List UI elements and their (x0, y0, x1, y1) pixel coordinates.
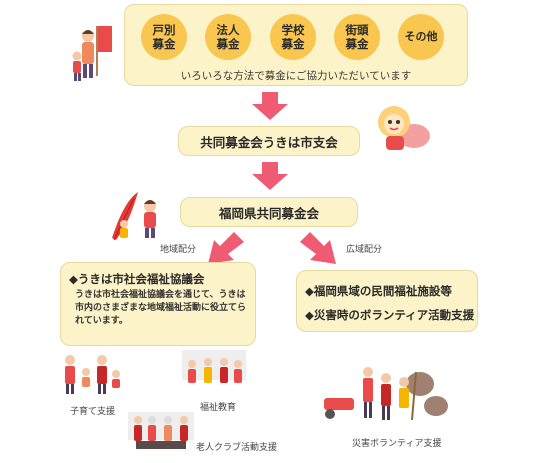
ukiha-welfare-council-text: うきは市社会福祉協議会を通じて、うきは市内のさまざまな地域福祉活動に役立てられて… (75, 290, 247, 326)
wide-area-item-disaster: ◆災害時のボランティア活動支援 (305, 308, 475, 322)
regional-allocation-label: 地域配分 (160, 245, 197, 255)
welfare-education-illustration (182, 350, 246, 383)
childcare-illustration (65, 355, 120, 394)
childcare-caption: 子育て支援 (70, 407, 116, 417)
method-corporate-circle: 法人 募金 (205, 14, 251, 60)
method-household-circle: 戸別 募金 (141, 14, 187, 60)
family-with-sign-illustration (72, 26, 112, 81)
mascot-illustration (378, 106, 430, 150)
method-school-circle: 学校 募金 (270, 14, 316, 60)
method-street-circle: 街頭 募金 (334, 14, 380, 60)
wide-area-box: ◆福岡県域の民間福祉施設等 ◆災害時のボランティア活動支援 (296, 270, 478, 332)
wide-area-item-facilities: ◆福岡県域の民間福祉施設等 (305, 284, 452, 298)
disaster-volunteer-caption: 災害ボランティア支援 (352, 439, 442, 449)
red-feather-illustration (112, 192, 156, 241)
wide-area-allocation-label: 広域配分 (346, 245, 383, 255)
down-arrow-2 (252, 162, 288, 190)
disaster-volunteer-illustration (324, 367, 448, 421)
elderly-club-caption: 老人クラブ活動支援 (196, 443, 278, 453)
welfare-education-caption: 福祉教育 (200, 403, 237, 413)
method-other-circle: その他 (398, 14, 444, 60)
ukiha-branch-box: 共同募金会うきは市支会 (178, 126, 360, 156)
right-diagonal-arrow (300, 232, 336, 264)
down-arrow-1 (252, 92, 288, 120)
elderly-club-illustration (128, 412, 194, 449)
fukuoka-council-box: 福岡県共同募金会 (180, 197, 358, 227)
left-diagonal-arrow (208, 232, 244, 264)
ukiha-welfare-council-title: ◆うきは市社会福祉協議会 (69, 272, 205, 286)
fundraising-methods-box: 戸別 募金 法人 募金 学校 募金 街頭 募金 その他 いろいろな方法で募金にご… (124, 4, 468, 86)
ukiha-welfare-council-box: ◆うきは市社会福祉協議会 うきは市社会福祉協議会を通じて、うきは市内のさまざまな… (60, 262, 256, 346)
top-caption: いろいろな方法で募金にご協力いただいています (180, 70, 412, 82)
